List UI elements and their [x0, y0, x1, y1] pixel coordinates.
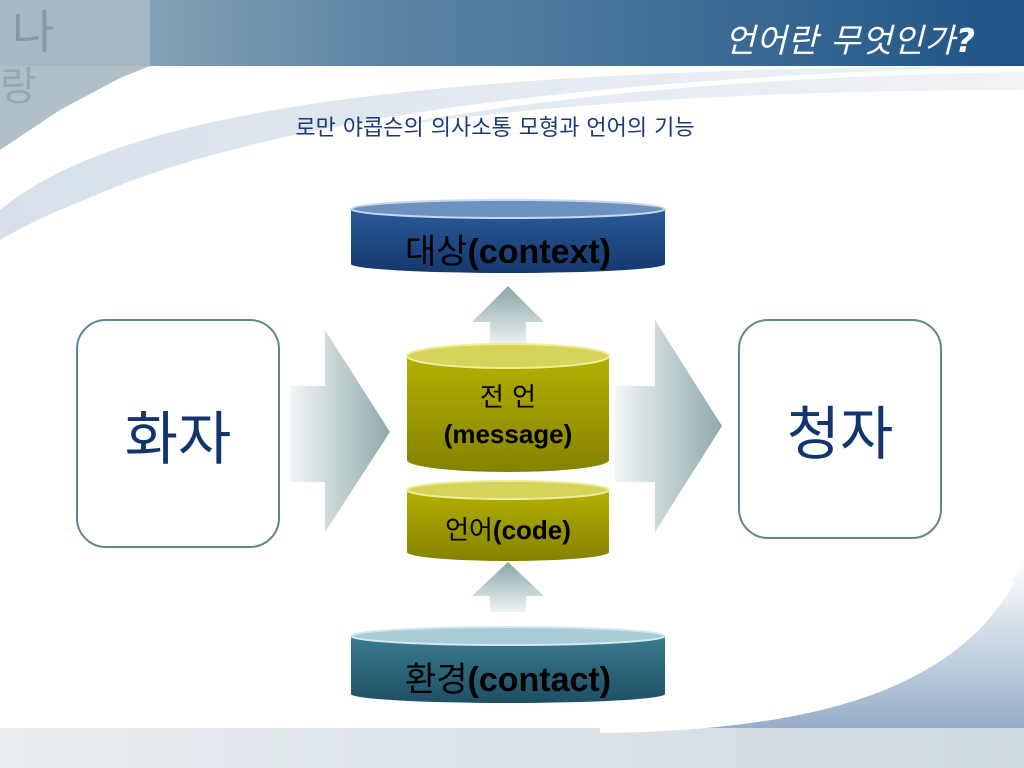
speaker-label: 화자	[124, 404, 232, 473]
code-label-ko: 언어	[445, 516, 493, 546]
code-drum	[406, 480, 610, 561]
code-label: 언어(code)	[407, 510, 609, 547]
svg-text:랑: 랑	[0, 64, 37, 110]
context-label-ko: 대상	[404, 232, 468, 272]
speaker-box: 화자	[76, 319, 280, 548]
code-label-en: (code)	[492, 515, 571, 545]
context-label-en: (context)	[467, 233, 612, 271]
arrow-up-top	[472, 286, 544, 345]
message-label: 전 언 (message)	[407, 380, 609, 452]
slide-title: 언어란 무엇인가?	[724, 21, 976, 60]
arrow-right-left	[290, 330, 390, 532]
arrow-right-right	[615, 320, 722, 532]
context-drum	[350, 199, 666, 273]
contact-label-en: (contact)	[467, 661, 612, 699]
contact-drum	[350, 626, 666, 703]
svg-text:나: 나	[12, 5, 54, 59]
listener-label: 청자	[786, 400, 894, 468]
contact-label-ko: 환경	[404, 660, 468, 700]
slide-subtitle: 로만 야콥슨의 의사소통 모형과 언어의 기능	[295, 116, 695, 141]
message-label-en: (message)	[443, 419, 573, 449]
message-label-ko: 전 언	[479, 383, 537, 413]
listener-box: 청자	[738, 319, 942, 539]
context-label: 대상(context)	[351, 224, 665, 273]
message-drum	[406, 343, 610, 472]
arrow-up-bottom	[472, 562, 544, 612]
contact-label: 환경(contact)	[351, 652, 665, 701]
